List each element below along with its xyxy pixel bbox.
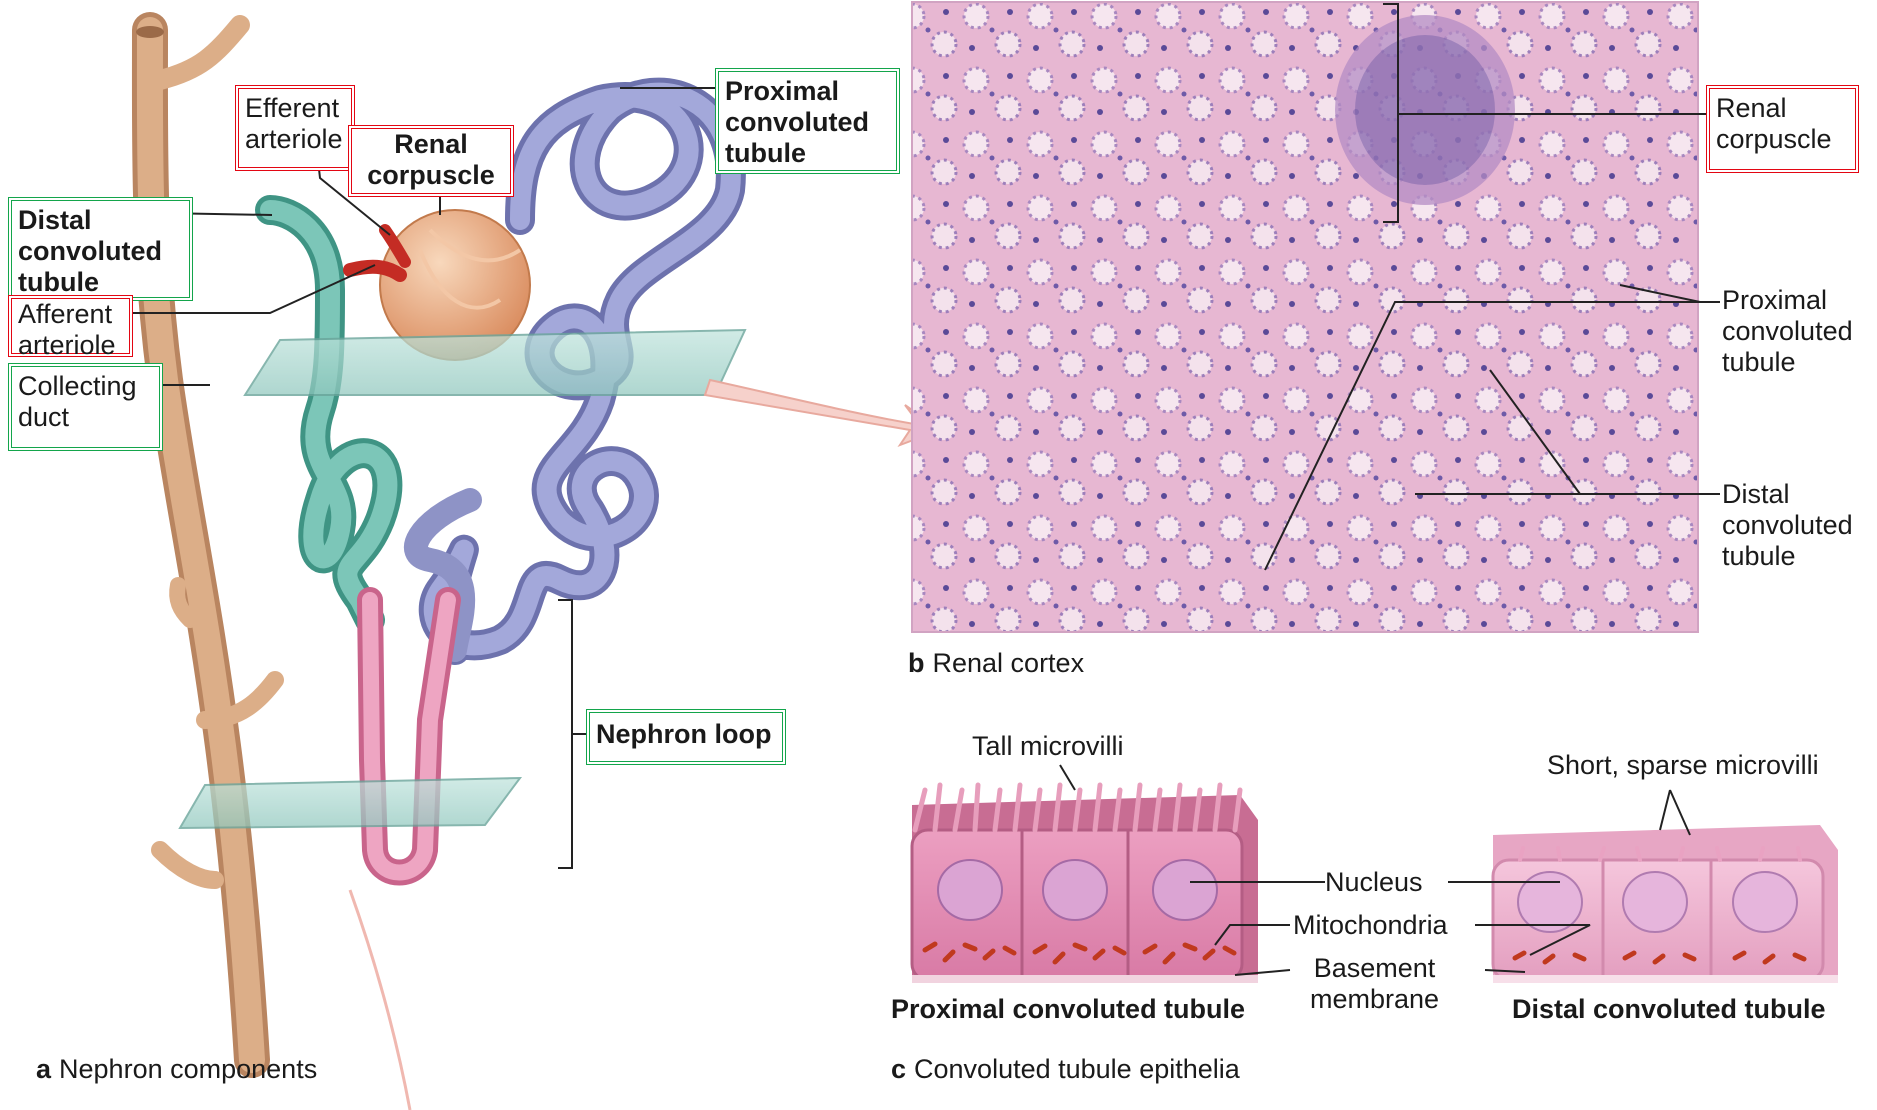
distal-tubule-label-b: Distal convoluted tubule bbox=[1722, 479, 1853, 572]
proximal-b-line3: tubule bbox=[1722, 347, 1853, 378]
collecting-line2: duct bbox=[18, 402, 153, 433]
proximal-epithelium bbox=[912, 785, 1258, 983]
collecting-duct-label: Collecting duct bbox=[8, 363, 163, 451]
proximal-b-line1: Proximal bbox=[1722, 285, 1853, 316]
mitochondria-label: Mitochondria bbox=[1293, 910, 1448, 941]
renal-corpuscle-label-b: Renal corpuscle bbox=[1706, 85, 1859, 173]
basement-line2: membrane bbox=[1310, 984, 1439, 1015]
distal-b-line2: convoluted bbox=[1722, 510, 1853, 541]
renal-cortex-micrograph bbox=[912, 2, 1698, 632]
distal-b-line3: tubule bbox=[1722, 541, 1853, 572]
short-microvilli-label: Short, sparse microvilli bbox=[1547, 750, 1819, 781]
distal-epithelium-title: Distal convoluted tubule bbox=[1512, 994, 1826, 1025]
caption-c-letter: c bbox=[891, 1054, 906, 1084]
basement-membrane-label: Basement membrane bbox=[1310, 953, 1439, 1015]
caption-b: b Renal cortex bbox=[908, 648, 1084, 679]
caption-a-letter: a bbox=[36, 1054, 51, 1084]
proximal-a-line2: convoluted bbox=[725, 107, 890, 138]
tall-microvilli-label: Tall microvilli bbox=[972, 731, 1124, 762]
renal-corpuscle-b-line1: Renal bbox=[1716, 93, 1849, 124]
distal-tubule-label-a: Distal convoluted tubule bbox=[8, 197, 193, 301]
nephron-loop-label: Nephron loop bbox=[586, 709, 786, 765]
basement-line1: Basement bbox=[1310, 953, 1439, 984]
distal-a-line3: tubule bbox=[18, 267, 183, 298]
nucleus-label: Nucleus bbox=[1325, 867, 1423, 898]
distal-a-line2: convoluted bbox=[18, 236, 183, 267]
distal-epithelium bbox=[1493, 825, 1838, 983]
proximal-a-line1: Proximal bbox=[725, 76, 890, 107]
afferent-line2: arteriole bbox=[18, 330, 123, 361]
efferent-arteriole-line1: Efferent bbox=[245, 93, 345, 124]
afferent-line1: Afferent bbox=[18, 299, 123, 330]
afferent-arteriole-label: Afferent arteriole bbox=[8, 295, 133, 357]
efferent-arteriole-label: Efferent arteriole bbox=[235, 85, 355, 171]
renal-corpuscle-a-line2: corpuscle bbox=[356, 160, 506, 191]
proximal-b-line2: convoluted bbox=[1722, 316, 1853, 347]
proximal-a-line3: tubule bbox=[725, 138, 890, 169]
caption-c: c Convoluted tubule epithelia bbox=[891, 1054, 1240, 1085]
caption-b-letter: b bbox=[908, 648, 925, 678]
distal-a-line1: Distal bbox=[18, 205, 183, 236]
renal-corpuscle-a-line1: Renal bbox=[356, 129, 506, 160]
distal-b-line1: Distal bbox=[1722, 479, 1853, 510]
renal-corpuscle-b-line2: corpuscle bbox=[1716, 124, 1849, 155]
proximal-tubule-label-b: Proximal convoluted tubule bbox=[1722, 285, 1853, 378]
efferent-arteriole-line2: arteriole bbox=[245, 124, 345, 155]
renal-corpuscle-label-a: Renal corpuscle bbox=[348, 125, 514, 197]
caption-a-text: Nephron components bbox=[59, 1054, 317, 1084]
proximal-tubule-label-a: Proximal convoluted tubule bbox=[715, 68, 900, 174]
caption-c-text: Convoluted tubule epithelia bbox=[914, 1054, 1240, 1084]
caption-a: a Nephron components bbox=[36, 1054, 317, 1085]
nephron-loop-text: Nephron loop bbox=[596, 719, 771, 749]
collecting-line1: Collecting bbox=[18, 371, 153, 402]
proximal-epithelium-title: Proximal convoluted tubule bbox=[891, 994, 1245, 1025]
caption-b-text: Renal cortex bbox=[933, 648, 1085, 678]
